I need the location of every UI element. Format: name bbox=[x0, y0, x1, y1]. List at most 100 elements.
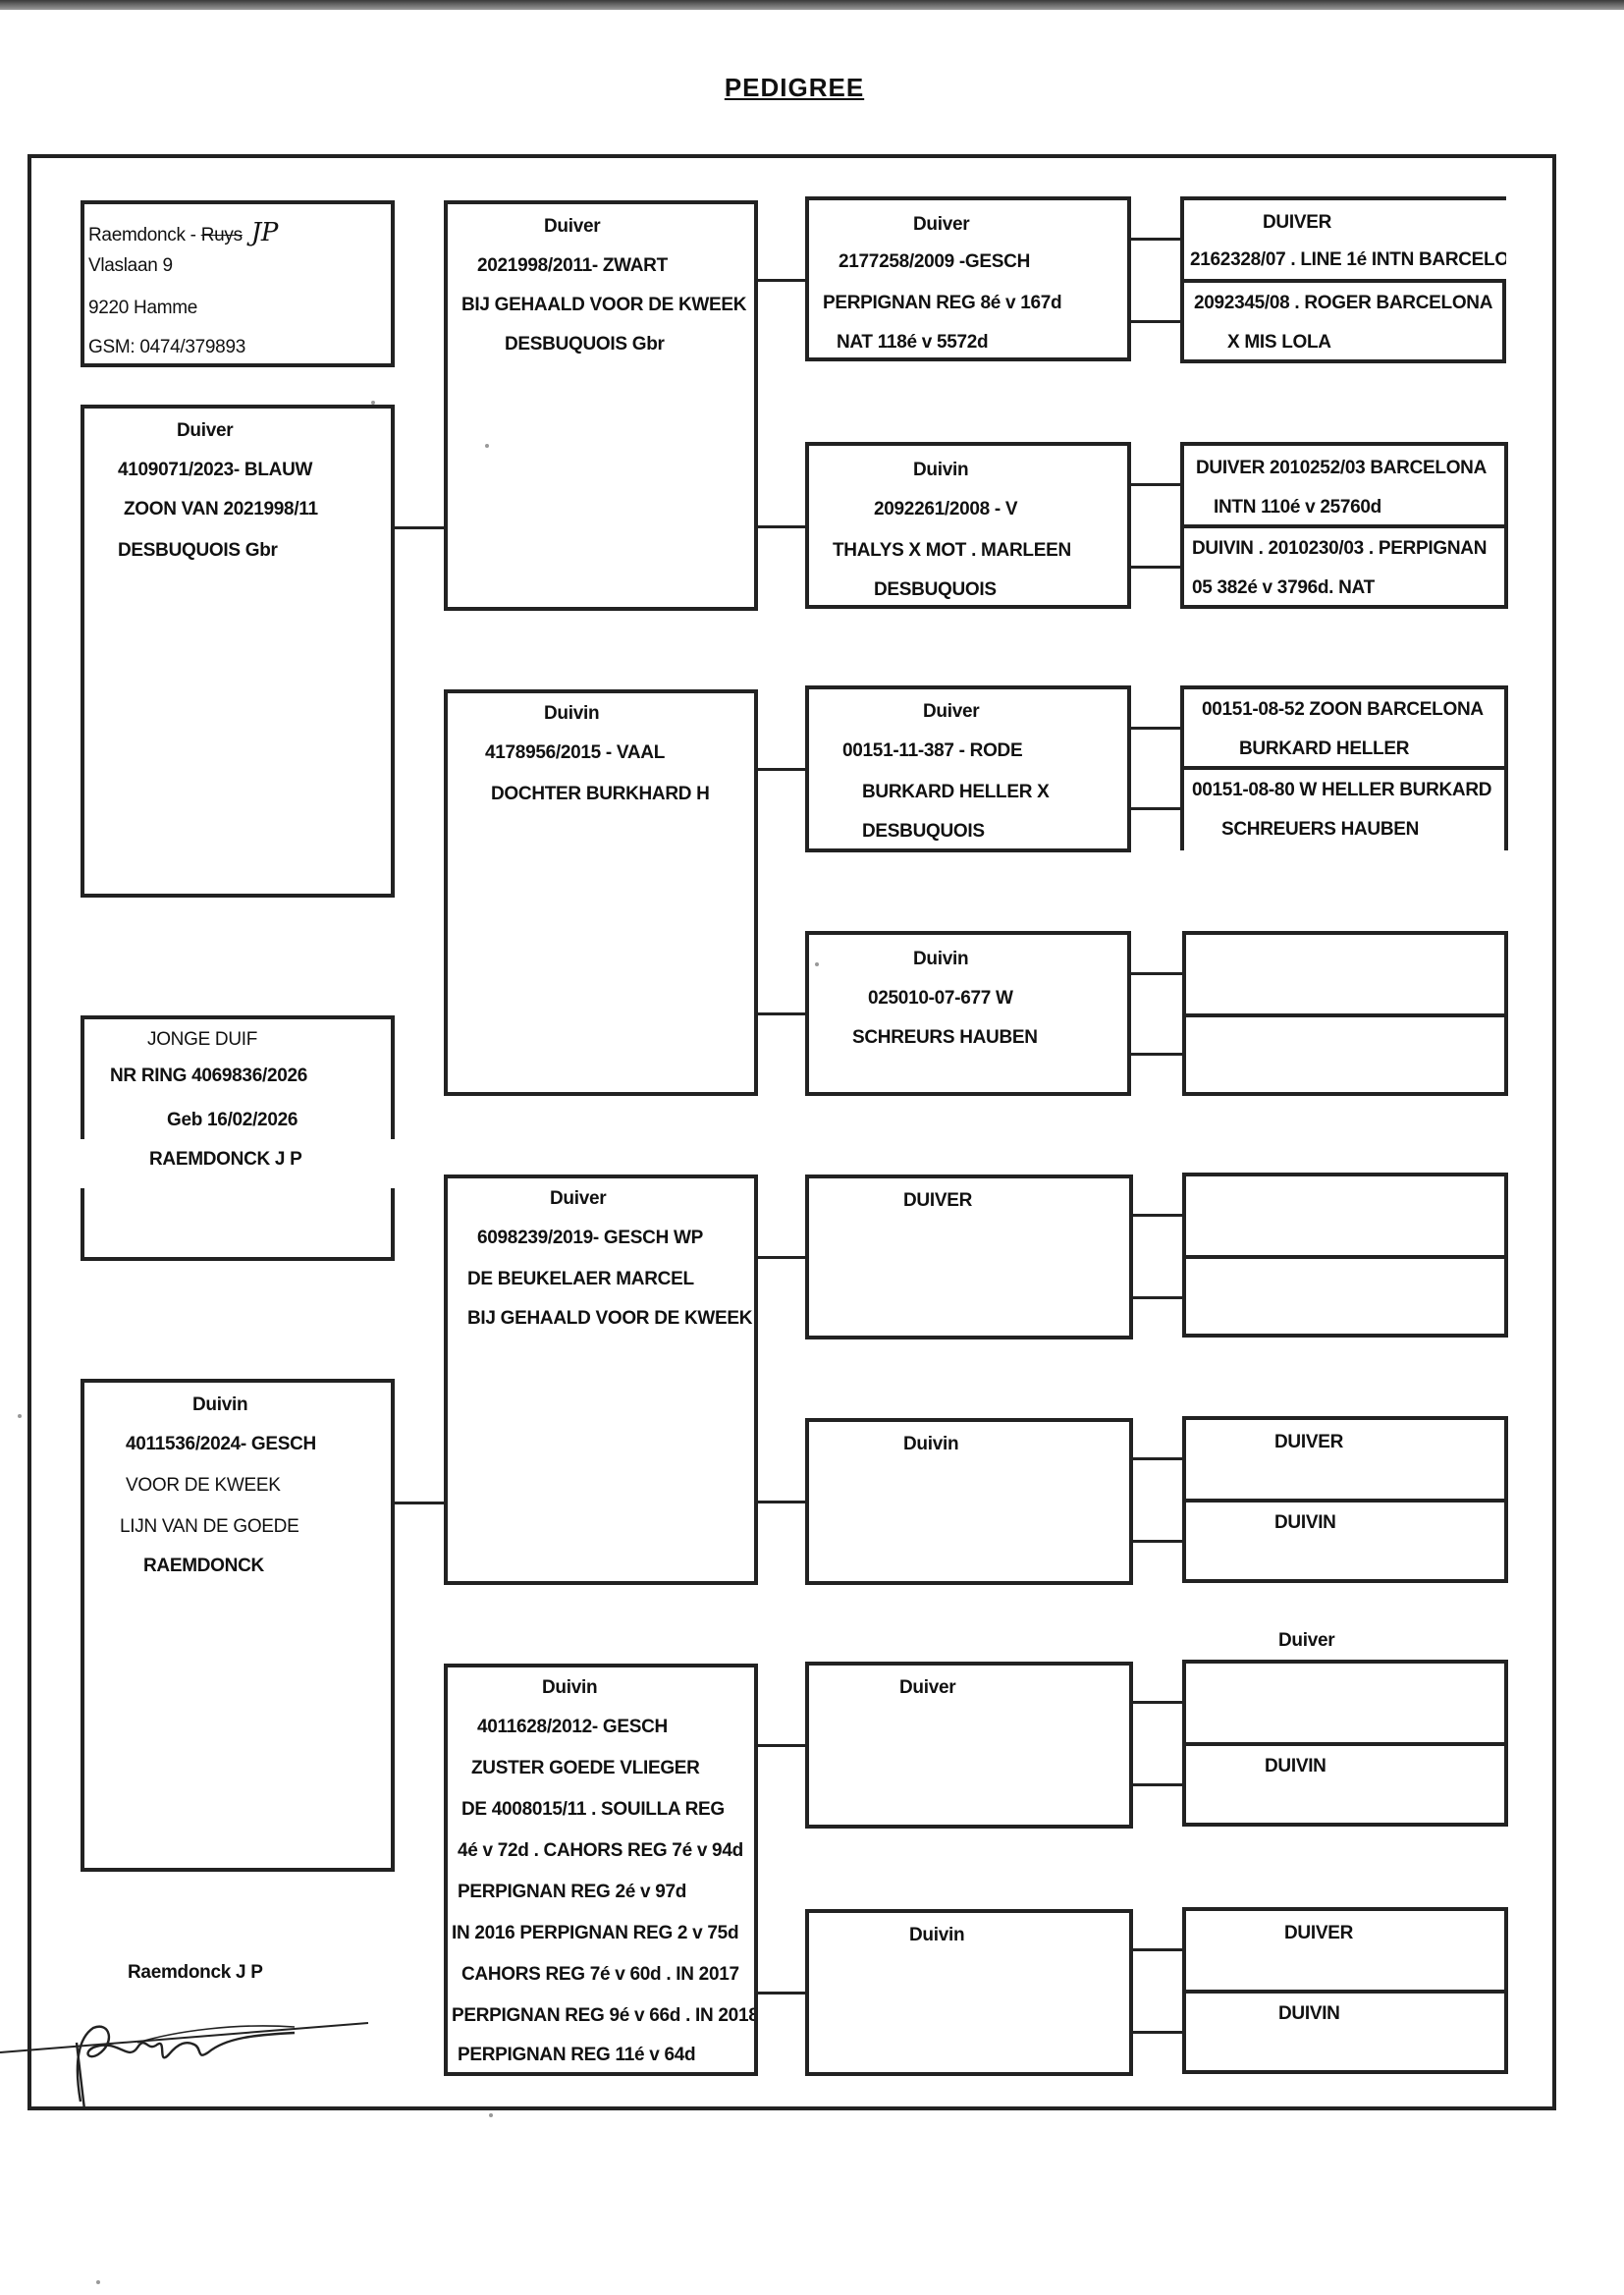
gp-mf-line-2: DE BEUKELAER MARCEL bbox=[467, 1269, 694, 1289]
ggp3-line-2: BURKARD HELLER X bbox=[862, 782, 1050, 802]
ggp8-box: Duivin bbox=[805, 1909, 1133, 2076]
g4-4a-box bbox=[1182, 931, 1508, 1017]
gp-mf-sex: Duiver bbox=[550, 1188, 607, 1209]
pedigree-frame bbox=[27, 154, 1556, 2110]
parent-mother-line-1: 4011536/2024- GESCH bbox=[126, 1434, 316, 1454]
g4-3b-line-1: 00151-08-80 W HELLER BURKARD bbox=[1192, 780, 1492, 800]
connector bbox=[758, 1744, 805, 1747]
connector bbox=[1133, 1214, 1182, 1217]
g4-3a-line-1: 00151-08-52 ZOON BARCELONA bbox=[1202, 699, 1484, 720]
owner-street: Vlaslaan 9 bbox=[88, 255, 173, 276]
gp-fm-box: Duivin 4178956/2015 - VAAL DOCHTER BURKH… bbox=[444, 689, 758, 1096]
gp-mm-line-9: PERPIGNAN REG 11é v 64d bbox=[458, 2045, 696, 2065]
ggp4-box: Duivin 025010-07-677 W SCHREURS HAUBEN bbox=[805, 931, 1131, 1096]
ggp2-sex: Duivin bbox=[913, 460, 969, 480]
scan-speck bbox=[815, 962, 819, 966]
ggp4-line-2: SCHREURS HAUBEN bbox=[852, 1027, 1038, 1048]
connector bbox=[395, 1502, 444, 1504]
gp-mm-line-2: ZUSTER GOEDE VLIEGER bbox=[471, 1758, 700, 1778]
gp-mm-sex: Duivin bbox=[542, 1677, 598, 1698]
scan-edge bbox=[0, 0, 1624, 10]
ggp5-box: DUIVER bbox=[805, 1175, 1133, 1339]
scan-speck bbox=[18, 1414, 22, 1418]
g4-3a-line-2: BURKARD HELLER bbox=[1239, 738, 1410, 759]
g4-6a-box: DUIVER bbox=[1182, 1416, 1508, 1503]
owner-crossed-name: Ruys bbox=[200, 225, 243, 246]
connector bbox=[1133, 1701, 1182, 1704]
g4-6a-label: DUIVER bbox=[1274, 1432, 1343, 1452]
ggp2-box: Duivin 2092261/2008 - V THALYS X MOT . M… bbox=[805, 442, 1131, 609]
connector bbox=[758, 279, 805, 282]
parent-father-line-1: 4109071/2023- BLAUW bbox=[118, 460, 313, 480]
connector bbox=[758, 1012, 805, 1015]
ggp5-sex: DUIVER bbox=[903, 1190, 972, 1211]
connector bbox=[1131, 238, 1180, 241]
scan-speck bbox=[96, 2280, 100, 2284]
ggp2-line-1: 2092261/2008 - V bbox=[874, 499, 1018, 519]
box-gap-left bbox=[79, 1139, 86, 1188]
connector bbox=[1131, 483, 1180, 486]
connector bbox=[1133, 1540, 1182, 1543]
ggp7-box: Duiver bbox=[805, 1662, 1133, 1829]
page-title: PEDIGREE bbox=[724, 73, 865, 102]
parent-father-line-2: ZOON VAN 2021998/11 bbox=[124, 499, 318, 519]
gp-ff-sex: Duiver bbox=[544, 216, 601, 237]
scan-speck bbox=[489, 2113, 493, 2117]
connector bbox=[1131, 807, 1180, 810]
connector bbox=[1131, 727, 1180, 730]
g4-1a-box: DUIVER 2162328/07 . LINE 1é INTN BARCELO bbox=[1180, 196, 1506, 283]
parent-mother-line-2: VOOR DE KWEEK bbox=[126, 1475, 281, 1496]
ggp6-sex: Duivin bbox=[903, 1434, 959, 1454]
connector bbox=[1131, 1053, 1182, 1056]
connector bbox=[1133, 1783, 1182, 1786]
gp-ff-line-3: DESBUQUOIS Gbr bbox=[505, 334, 665, 355]
parent-mother-sex: Duivin bbox=[192, 1394, 248, 1415]
gp-mm-line-3: DE 4008015/11 . SOUILLA REG bbox=[461, 1799, 725, 1820]
g4-8b-box: DUIVIN bbox=[1182, 1990, 1508, 2074]
g4-7-above-label: Duiver bbox=[1278, 1630, 1335, 1651]
gp-ff-box: Duiver 2021998/2011- ZWART BIJ GEHAALD V… bbox=[444, 200, 758, 611]
g4-7a-box bbox=[1182, 1660, 1508, 1746]
g4-3a-box: 00151-08-52 ZOON BARCELONA BURKARD HELLE… bbox=[1180, 685, 1508, 770]
g4-8a-label: DUIVER bbox=[1284, 1923, 1353, 1943]
scan-speck bbox=[371, 401, 375, 405]
g4-2b-line-1: DUIVIN . 2010230/03 . PERPIGNAN bbox=[1192, 538, 1488, 559]
ggp3-line-3: DESBUQUOIS bbox=[862, 821, 985, 842]
gp-mf-line-1: 6098239/2019- GESCH WP bbox=[477, 1228, 703, 1248]
connector bbox=[1131, 566, 1180, 569]
g4-2a-line-1: DUIVER 2010252/03 BARCELONA bbox=[1196, 458, 1488, 478]
ggp2-line-3: DESBUQUOIS bbox=[874, 579, 997, 600]
connector bbox=[1133, 1457, 1182, 1460]
connector bbox=[1133, 1296, 1182, 1299]
g4-6b-label: DUIVIN bbox=[1274, 1512, 1336, 1533]
ggp4-sex: Duivin bbox=[913, 949, 969, 969]
g4-2b-box: DUIVIN . 2010230/03 . PERPIGNAN 05 382é … bbox=[1180, 524, 1508, 609]
gp-mm-line-1: 4011628/2012- GESCH bbox=[477, 1717, 668, 1737]
ggp3-sex: Duiver bbox=[923, 701, 980, 722]
g4-2a-box: DUIVER 2010252/03 BARCELONA INTN 110é v … bbox=[1180, 442, 1508, 528]
young-bird-born: Geb 16/02/2026 bbox=[167, 1110, 298, 1130]
gp-mm-line-4: 4é v 72d . CAHORS REG 7é v 94d bbox=[458, 1840, 743, 1861]
g4-1a-line-2: 2162328/07 . LINE 1é INTN BARCELO bbox=[1190, 249, 1506, 270]
gp-mm-line-7: CAHORS REG 7é v 60d . IN 2017 bbox=[461, 1964, 739, 1985]
ggp3-line-1: 00151-11-387 - RODE bbox=[842, 740, 1023, 761]
parent-mother-box: Duivin 4011536/2024- GESCH VOOR DE KWEEK… bbox=[81, 1379, 395, 1872]
gp-mm-line-8: PERPIGNAN REG 9é v 66d . IN 2018 bbox=[452, 2005, 758, 2026]
connector bbox=[758, 1256, 805, 1259]
g4-8b-label: DUIVIN bbox=[1278, 2003, 1340, 2024]
g4-2a-line-2: INTN 110é v 25760d bbox=[1214, 497, 1381, 518]
connector bbox=[758, 768, 805, 771]
connector bbox=[1133, 2031, 1182, 2034]
gp-mm-line-6: IN 2016 PERPIGNAN REG 2 v 75d bbox=[452, 1923, 739, 1943]
ggp4-line-1: 025010-07-677 W bbox=[868, 988, 1013, 1009]
gp-ff-line-2: BIJ GEHAALD VOOR DE KWEEK bbox=[461, 295, 747, 315]
parent-mother-line-4: RAEMDONCK bbox=[143, 1556, 264, 1576]
parent-father-sex: Duiver bbox=[177, 420, 234, 441]
connector bbox=[758, 1501, 805, 1503]
g4-1b-line-2: X MIS LOLA bbox=[1227, 332, 1331, 353]
scan-speck bbox=[485, 444, 489, 448]
ggp6-box: Duivin bbox=[805, 1418, 1133, 1585]
g4-3b-line-2: SCHREUERS HAUBEN bbox=[1221, 819, 1420, 840]
young-bird-breeder: RAEMDONCK J P bbox=[149, 1149, 302, 1170]
gp-mf-box: Duiver 6098239/2019- GESCH WP DE BEUKELA… bbox=[444, 1175, 758, 1585]
